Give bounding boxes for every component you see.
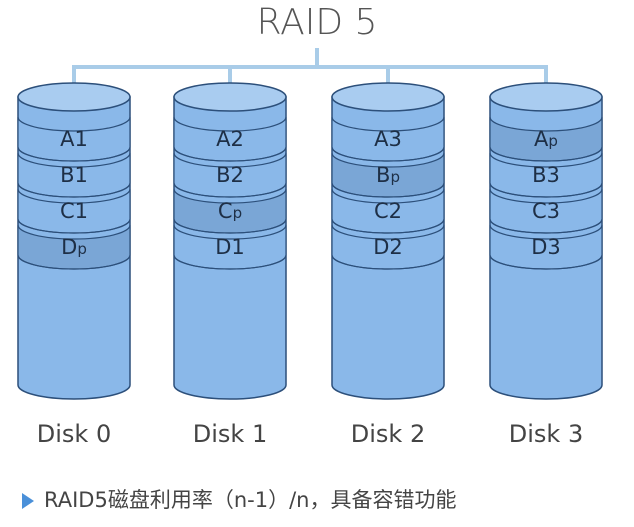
block-edge [17, 218, 131, 234]
block-edge [173, 218, 287, 234]
block-label: Bp [376, 163, 400, 187]
block-label: D1 [215, 235, 245, 259]
block-edge [331, 146, 445, 162]
block-edge [17, 254, 131, 270]
block-label: Cp [218, 199, 242, 223]
diagram-title: RAID 5 [256, 2, 378, 43]
block-edge [331, 182, 445, 198]
disk-label-1: Disk 1 [192, 420, 268, 448]
triangle-bullet-icon [22, 493, 34, 509]
block-label: B2 [216, 163, 244, 187]
disk-top [173, 82, 287, 112]
block-label: C3 [532, 199, 560, 223]
block-edge [173, 182, 287, 198]
connector-lines [72, 48, 548, 83]
block-edge [173, 146, 287, 162]
disk-label-3: Disk 3 [508, 420, 584, 448]
block-edge [17, 182, 131, 198]
block-edge [173, 254, 287, 270]
block-edge [489, 146, 603, 162]
block-label: A2 [216, 127, 244, 151]
footer-note: RAID5磁盘利用率（n-1）/n，具备容错功能 [22, 484, 456, 514]
block-label: C2 [374, 199, 402, 223]
block-label: A3 [374, 127, 402, 151]
block-edge [331, 254, 445, 270]
block-edge [17, 146, 131, 162]
block-edge [331, 218, 445, 234]
block-label: B1 [60, 163, 88, 187]
block-label: D3 [531, 235, 561, 259]
disk-top [489, 82, 603, 112]
block-edge [489, 254, 603, 270]
block-label: B3 [532, 163, 560, 187]
block-edge [489, 182, 603, 198]
footer-text: RAID5磁盘利用率（n-1）/n，具备容错功能 [44, 488, 457, 512]
disk-label-0: Disk 0 [36, 420, 112, 448]
disk-label-2: Disk 2 [350, 420, 426, 448]
block-label: C1 [60, 199, 88, 223]
block-edge [489, 218, 603, 234]
block-label: Dp [61, 235, 87, 259]
block-label: Ap [534, 127, 558, 151]
connector-path [72, 48, 548, 83]
block-label: A1 [60, 127, 88, 151]
disk-top [331, 82, 445, 112]
disk-top [17, 82, 131, 112]
block-label: D2 [373, 235, 403, 259]
